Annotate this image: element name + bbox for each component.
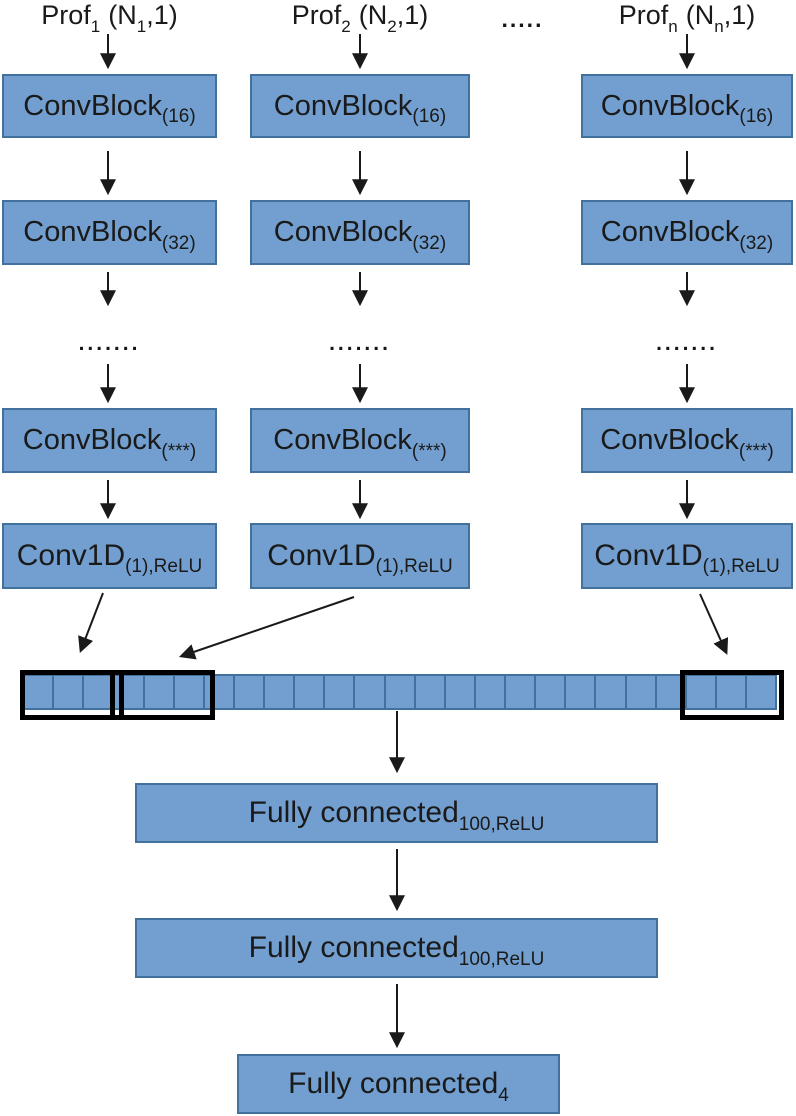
block-label: ConvBlock [273, 216, 413, 248]
block-sub: (***) [738, 440, 774, 462]
block-sub: (32) [412, 232, 447, 254]
block-label: ConvBlock [23, 216, 162, 248]
convblock16-branchn: ConvBlock(16) [581, 74, 793, 138]
bar-cell [564, 676, 594, 708]
block-label: ConvBlock [600, 424, 739, 456]
arrow-concat-n [699, 593, 729, 655]
block-sub: (16) [412, 106, 447, 127]
block-label: Conv1D [267, 539, 376, 572]
convblock-star-branchn: ConvBlock(***) [581, 408, 793, 473]
input-label-prof1: Prof1(N1,1) [2, 0, 217, 36]
bar-cell [142, 676, 173, 708]
fc-sub: 4 [498, 1085, 509, 1106]
convblock32-branch1: ConvBlock(32) [2, 200, 217, 265]
bar-cell [323, 676, 353, 708]
bar-cell [24, 676, 52, 708]
input-label-profn: Profn(Nn,1) [581, 0, 793, 36]
prof-base: Prof [291, 0, 342, 30]
input-label-prof2: Prof2(N2,1) [250, 0, 470, 36]
prof-shape-tail: ,1) [146, 0, 178, 30]
prof-shape: (N [108, 0, 137, 30]
block-sub: (32) [161, 232, 196, 254]
branch2-ellipsis: ....... [329, 332, 391, 355]
prof-shape-tail: ,1) [723, 0, 756, 30]
prof-shape: (N [358, 0, 388, 30]
bar-cell [112, 676, 142, 708]
bar-cell [202, 676, 233, 708]
fc-label: Fully connected [248, 796, 459, 829]
convblock-star-branch1: ConvBlock(***) [2, 408, 217, 473]
bar-cell [473, 676, 504, 708]
block-sub: (16) [739, 106, 774, 127]
bar-cell [654, 676, 685, 708]
bar-cell [534, 676, 564, 708]
block-label: ConvBlock [22, 424, 162, 456]
bar-cell [232, 676, 263, 708]
block-label: Conv1D [594, 539, 703, 572]
concat-feature-bar [22, 674, 777, 710]
convblock32-branch2: ConvBlock(32) [250, 200, 470, 265]
convblock16-branch2: ConvBlock(16) [250, 74, 470, 138]
bar-cell [293, 676, 323, 708]
bar-cell [443, 676, 474, 708]
bar-cell [684, 676, 715, 708]
prof-shape: (N [685, 0, 715, 30]
bar-cell [624, 676, 655, 708]
arrow-concat-1 [78, 592, 104, 653]
conv1d-branch1: Conv1D(1),ReLU [2, 523, 217, 589]
prof-shape-tail: ,1) [396, 0, 429, 30]
block-label: ConvBlock [273, 424, 412, 456]
block-label: ConvBlock [600, 216, 740, 248]
prof-base-sub: 2 [341, 17, 351, 36]
block-sub: (1),ReLU [375, 556, 453, 577]
prof-shape-sub: 2 [387, 17, 397, 36]
prof-base: Prof [41, 0, 91, 30]
block-sub: (16) [161, 106, 196, 127]
bar-cell [52, 676, 82, 708]
branch1-ellipsis: ....... [78, 332, 141, 355]
fc-label: Fully connected [288, 1067, 499, 1100]
fc-sub: 100,ReLU [458, 949, 545, 970]
bar-cell [263, 676, 293, 708]
bar-cell [383, 676, 414, 708]
bar-cell [353, 676, 383, 708]
block-sub: (***) [411, 440, 447, 462]
branches-ellipsis: ..... [501, 6, 544, 32]
bar-cell [504, 676, 534, 708]
prof-base-sub: 1 [90, 17, 101, 36]
bar-cell [745, 676, 775, 708]
block-label: ConvBlock [23, 89, 162, 122]
prof-base: Prof [618, 0, 669, 30]
bar-cell [594, 676, 624, 708]
conv1d-branchn: Conv1D(1),ReLU [581, 523, 793, 589]
prof-shape-sub: n [714, 17, 724, 36]
bar-cell [413, 676, 444, 708]
block-label: ConvBlock [600, 89, 740, 122]
conv1d-branch2: Conv1D(1),ReLU [250, 523, 470, 589]
arrow-concat-2 [178, 596, 355, 660]
prof-shape-sub: 1 [136, 17, 147, 36]
block-label: Conv1D [16, 539, 126, 572]
fc-label: Fully connected [248, 931, 459, 964]
branchn-ellipsis: ....... [656, 332, 718, 355]
bar-cell [172, 676, 203, 708]
block-label: ConvBlock [273, 89, 413, 122]
fc-sub: 100,ReLU [458, 814, 545, 835]
convblock-star-branch2: ConvBlock(***) [250, 408, 470, 473]
convblock32-branchn: ConvBlock(32) [581, 200, 793, 265]
bar-cell [714, 676, 745, 708]
bar-cell [82, 676, 112, 708]
convblock16-branch1: ConvBlock(16) [2, 74, 217, 138]
block-sub: (1),ReLU [125, 556, 203, 577]
block-sub: (***) [161, 440, 197, 462]
block-sub: (1),ReLU [702, 556, 780, 577]
block-sub: (32) [739, 232, 774, 254]
prof-base-sub: n [668, 17, 678, 36]
